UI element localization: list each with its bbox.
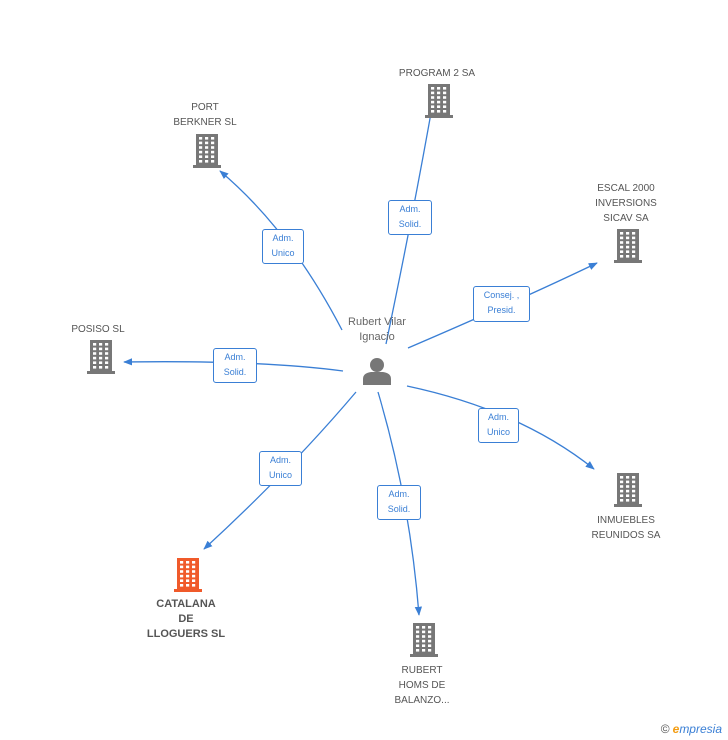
person-label[interactable]: Rubert Vilar Ignacio xyxy=(348,316,406,343)
company-label-inmuebles[interactable]: INMUEBLES REUNIDOS SA xyxy=(591,515,661,541)
relation-label-escal2000[interactable]: Consej. , Presid. xyxy=(473,286,530,322)
relation-label-catalana[interactable]: Adm. Unico xyxy=(259,451,302,486)
relation-label-rubert_homs[interactable]: Adm. Solid. xyxy=(377,485,421,520)
building-icon[interactable] xyxy=(425,84,453,118)
building-icon[interactable] xyxy=(87,340,115,374)
building-icon[interactable] xyxy=(410,623,438,657)
relation-label-program2[interactable]: Adm. Solid. xyxy=(388,200,432,235)
copyright-symbol: © xyxy=(660,722,670,736)
edges-layer xyxy=(123,95,598,616)
relation-label-port_berkner[interactable]: Adm. Unico xyxy=(262,229,304,264)
company-label-posiso[interactable]: POSISO SL xyxy=(71,324,125,335)
person-icon[interactable] xyxy=(363,358,391,385)
brand-initial: e xyxy=(672,722,680,736)
building-icon[interactable] xyxy=(193,134,221,168)
relation-label-posiso[interactable]: Adm. Solid. xyxy=(213,348,257,383)
building-icon[interactable] xyxy=(614,229,642,263)
company-label-catalana[interactable]: CATALANA DE LLOGUERS SL xyxy=(146,598,226,640)
company-label-rubert_homs[interactable]: RUBERT HOMS DE BALANZO... xyxy=(394,665,450,706)
building-icon[interactable] xyxy=(174,558,202,592)
brand-name: mpresia xyxy=(679,722,722,736)
building-icon[interactable] xyxy=(614,473,642,507)
company-label-program2[interactable]: PROGRAM 2 SA xyxy=(398,68,476,79)
empresia-brand[interactable]: ©empresia xyxy=(661,722,722,736)
company-label-port_berkner[interactable]: PORT BERKNER SL xyxy=(173,102,237,128)
relation-label-inmuebles[interactable]: Adm. Unico xyxy=(478,408,519,443)
company-label-escal2000[interactable]: ESCAL 2000 INVERSIONS SICAV SA xyxy=(595,183,657,224)
nodes-layer xyxy=(87,84,642,657)
